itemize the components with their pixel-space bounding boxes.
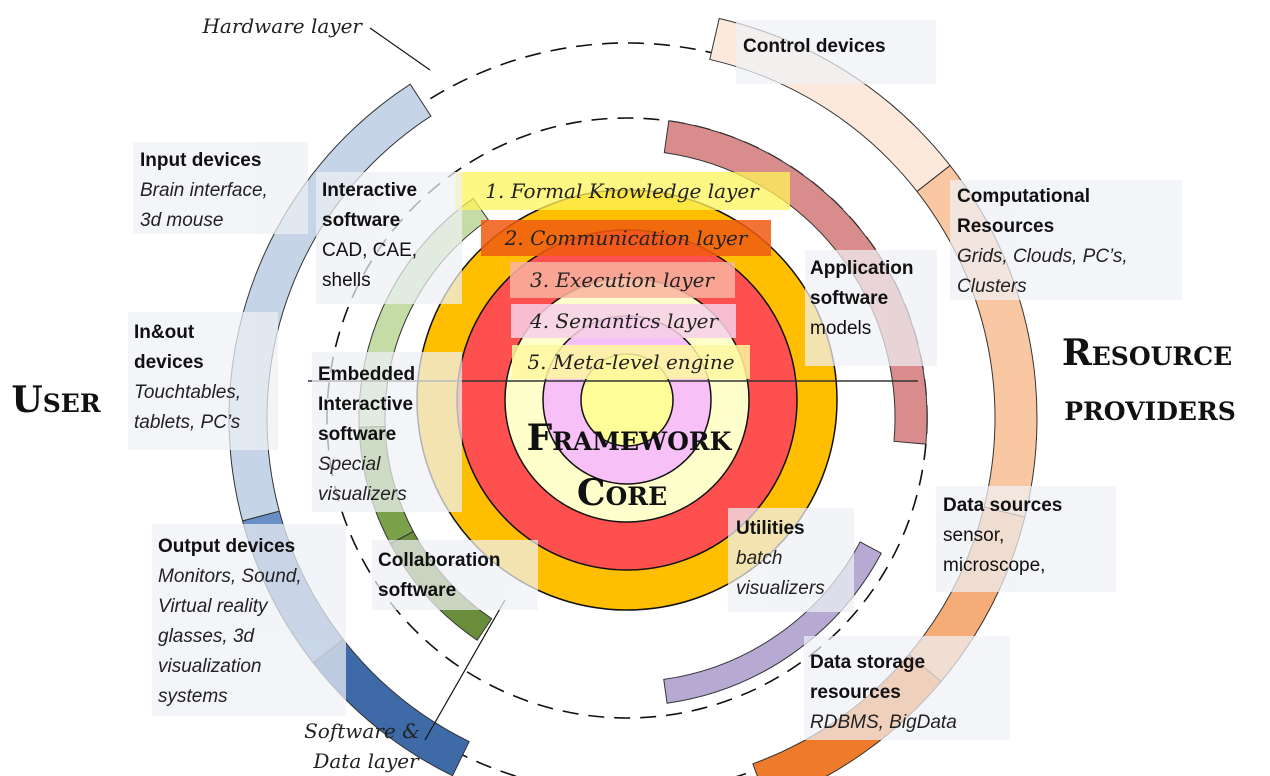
software-layer-label-line2: Data layer (312, 749, 420, 773)
data-storage-title-2: resources (810, 682, 901, 703)
output-devices-detail-4: visualization (158, 656, 262, 677)
interactive-software-title-1: Interactive (322, 180, 417, 201)
computational-resources-detail-2: Clusters (957, 276, 1027, 297)
layer-4-label: 4. Semantics layer (529, 309, 719, 333)
data-storage-title-1: Data storage (810, 652, 925, 673)
layer-5-label: 5. Meta-level engine (527, 350, 734, 374)
layer-4-highlight (511, 304, 736, 338)
application-software-title-2: software (810, 288, 888, 309)
hardware-layer-label: Hardware layer (201, 14, 363, 38)
output-devices-detail-3: glasses, 3d (158, 626, 256, 647)
layer-3-label: 3. Execution layer (530, 268, 715, 292)
output-devices-detail-5: systems (158, 686, 228, 707)
input-devices-detail-1: Brain interface, (140, 180, 268, 201)
application-software-detail-1: models (810, 318, 871, 339)
resource-providers-label-line2: providers (1064, 387, 1236, 429)
hardware-label-pointer (369, 27, 431, 71)
layer-5-highlight (512, 345, 750, 379)
software-label-pointer (424, 599, 506, 741)
layer-1-highlight (455, 172, 790, 210)
software-layer-label-line1: Software & (304, 719, 420, 743)
embedded-software-detail-2: visualizers (318, 484, 407, 505)
embedded-software-title-2: Interactive (318, 394, 413, 415)
application-software-title-1: Application (810, 258, 913, 279)
interactive-software-title-2: software (322, 210, 400, 231)
utilities-detail-2: visualizers (736, 578, 825, 599)
computational-resources-detail-1: Grids, Clouds, PC’s, (957, 246, 1128, 267)
input-devices-title: Input devices (140, 150, 261, 171)
output-devices-title: Output devices (158, 536, 295, 557)
data-sources-title: Data sources (943, 495, 1062, 516)
user-label: User (11, 379, 101, 421)
utilities-detail-1: batch (736, 548, 782, 569)
inout-devices-title-2: devices (134, 352, 204, 373)
data-storage-detail-1: RDBMS, BigData (810, 712, 957, 733)
embedded-software-title-1: Embedded (318, 364, 415, 385)
output-devices-detail-1: Monitors, Sound, (158, 566, 302, 587)
inout-devices-detail-2: tablets, PC’s (134, 412, 241, 433)
input-devices-detail-2: 3d mouse (140, 210, 223, 231)
interactive-software-detail-2: shells (322, 270, 371, 291)
computational-resources-title-2: Resources (957, 216, 1054, 237)
layer-1-label: 1. Formal Knowledge layer (485, 179, 760, 203)
core-title-line1: Framework (527, 417, 733, 459)
layer-2-label: 2. Communication layer (504, 226, 749, 250)
interactive-software-detail-1: CAD, CAE, (322, 240, 417, 261)
core-title-line2: Core (577, 472, 667, 514)
embedded-software-title-3: software (318, 424, 396, 445)
embedded-software-detail-1: Special (318, 454, 381, 475)
data-sources-detail-1: sensor, (943, 525, 1004, 546)
collaboration-software-title-2: software (378, 580, 456, 601)
utilities-title: Utilities (736, 518, 805, 539)
control-devices-title: Control devices (743, 36, 886, 57)
resource-providers-label-line1: Resource (1062, 332, 1232, 374)
inout-devices-detail-1: Touchtables, (134, 382, 241, 403)
layer-2-highlight (481, 220, 771, 256)
data-sources-detail-2: microscope, (943, 555, 1045, 576)
collaboration-software-title-1: Collaboration (378, 550, 500, 571)
inout-devices-title-1: In&out (134, 322, 195, 343)
layer-3-highlight (510, 262, 735, 298)
label-backgrounds (128, 20, 1182, 740)
output-devices-detail-2: Virtual reality (158, 596, 269, 617)
computational-resources-title-1: Computational (957, 186, 1090, 207)
